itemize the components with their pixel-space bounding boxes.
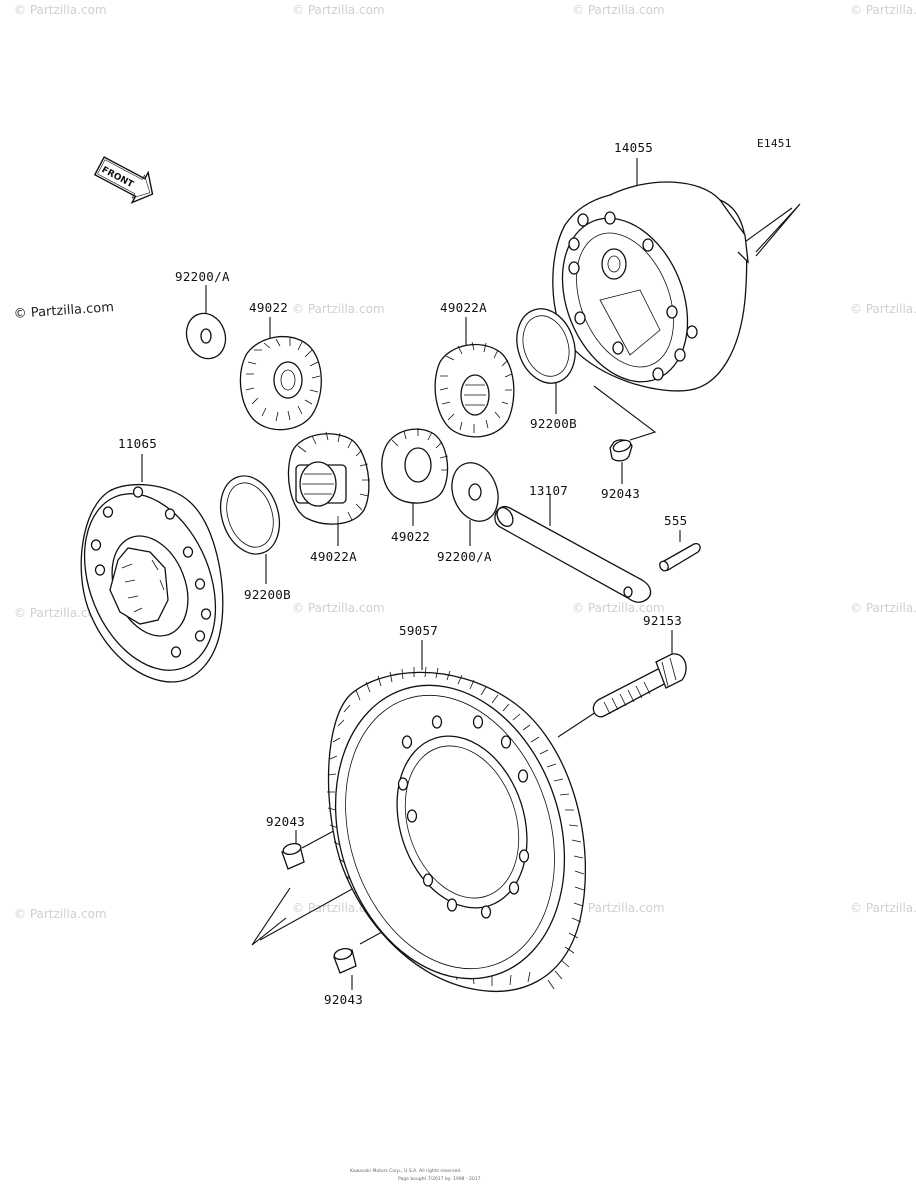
part-92200a-washer-upper[interactable] [180, 308, 231, 364]
part-49022-pinion-gear-lower[interactable] [381, 428, 449, 504]
watermark: © Partzilla.com [292, 601, 385, 615]
part-92043-pin-left[interactable] [281, 842, 305, 870]
part-label-92200b-upper: 92200B [530, 416, 577, 431]
part-59057-ring-gear[interactable] [299, 655, 601, 1008]
part-label-49022a-upper: 49022A [440, 300, 487, 315]
part-label-49022-lower: 49022 [391, 529, 430, 544]
watermark: © Partzilla.com [850, 901, 916, 915]
part-label-14055: 14055 [614, 140, 653, 155]
part-555-spring-pin[interactable] [658, 542, 701, 573]
part-49022a-side-gear-lower[interactable] [287, 431, 370, 525]
watermark: © Partzilla.com [14, 907, 107, 921]
part-14055-differential-case[interactable] [539, 181, 749, 401]
part-label-49022a-lower: 49022A [310, 549, 357, 564]
watermark: © Partzilla.com [572, 3, 665, 17]
part-49022-pinion-gear-upper[interactable] [239, 336, 322, 431]
watermark: © Partzilla.com [292, 3, 385, 17]
part-92200b-washer-lower[interactable] [211, 468, 289, 561]
part-label-92200a-upper: 92200/A [175, 269, 230, 284]
watermark: © Partzilla.com [850, 601, 916, 615]
part-49022a-side-gear-upper[interactable] [434, 341, 515, 438]
watermark: © Partzilla.com [14, 606, 107, 620]
part-label-92043-upper: 92043 [601, 486, 640, 501]
front-arrow-icon: FRONT [93, 156, 154, 204]
watermark-main: © Partzilla.com [13, 300, 114, 322]
part-92200a-washer-lower[interactable] [444, 456, 506, 527]
diagram-code: E1451 [757, 137, 792, 150]
watermark: © Partzilla.com [14, 3, 107, 17]
part-label-59057: 59057 [399, 623, 438, 638]
part-label-92200a-lower: 92200/A [437, 549, 492, 564]
footer-copyright-line1: Kawasaki Motors Corp., U.S.A. All rights… [350, 1168, 462, 1174]
watermark: © Partzilla.com [850, 3, 916, 17]
part-92200b-washer-upper[interactable] [508, 301, 585, 391]
footer-copyright-line2: Page bought 7/2017 by: 1998 - 2017 [398, 1176, 481, 1182]
part-11065-differential-cover[interactable] [60, 474, 240, 690]
part-label-92043-bottom: 92043 [324, 992, 363, 1007]
watermark-layer: © Partzilla.com © Partzilla.com © Partzi… [14, 3, 916, 921]
part-label-49022-upper: 49022 [249, 300, 288, 315]
watermark: © Partzilla.com [850, 302, 916, 316]
part-label-555: 555 [664, 513, 687, 528]
part-label-13107: 13107 [529, 483, 568, 498]
part-label-92043-left: 92043 [266, 814, 305, 829]
part-label-92200b-lower: 92200B [244, 587, 291, 602]
part-92153-bolt[interactable] [592, 653, 687, 718]
part-labels: 14055 92200/A 49022 49022A 92200B 92043 … [118, 140, 687, 1007]
watermark: © Partzilla.com [572, 901, 665, 915]
part-13107-shaft[interactable] [494, 505, 652, 603]
part-92043-pin-bottom[interactable] [333, 947, 357, 974]
watermark: © Partzilla.com [292, 302, 385, 316]
part-label-11065: 11065 [118, 436, 157, 451]
watermark: © Partzilla.com [572, 601, 665, 615]
part-92043-pin-upper[interactable] [609, 438, 633, 462]
part-label-92153: 92153 [643, 613, 682, 628]
